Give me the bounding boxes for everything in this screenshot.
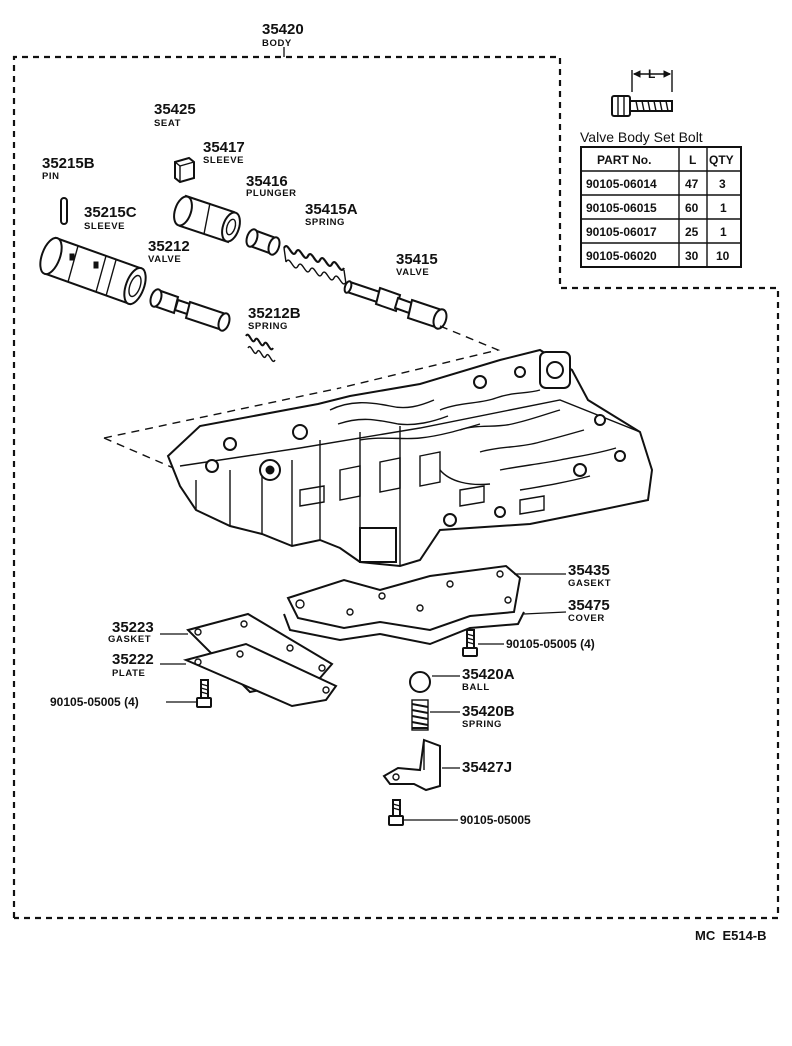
part-name-spring: SPRING <box>248 321 288 332</box>
part-number-35435: 35435 <box>568 562 610 579</box>
table-cell-length: 30 <box>685 249 699 263</box>
table-cell-qty: 3 <box>719 177 726 191</box>
ball-35420a <box>409 671 431 693</box>
table-cell-length: 47 <box>685 177 699 191</box>
insertion-guide-lines <box>103 325 501 471</box>
part-number-35415a: 35415A <box>305 201 358 218</box>
part-number-35212b: 35212B <box>248 305 301 322</box>
bolt-icon <box>462 629 478 657</box>
part-number-35215c: 35215C <box>84 204 137 221</box>
assembly-name: BODY <box>262 38 292 49</box>
part-name-seat: SEAT <box>154 118 181 129</box>
part-number-35427j: 35427J <box>462 759 512 776</box>
cover-35475 <box>283 611 525 646</box>
part-name-valve: VALVE <box>148 254 181 265</box>
part-number-35215b: 35215B <box>42 155 95 172</box>
valve-35415 <box>343 280 448 330</box>
valve-35212 <box>149 288 231 332</box>
bolt-table-grid <box>580 146 742 268</box>
part-number-35222: 35222 <box>112 651 154 668</box>
table-cell-part-no: 90105-06020 <box>586 249 657 263</box>
part-number-35212: 35212 <box>148 238 190 255</box>
plate-35222 <box>182 642 338 708</box>
part-name-valve: VALVE <box>396 267 429 278</box>
bolt-label-bottom: 90105-05005 <box>460 813 531 827</box>
assembly-number: 35420 <box>262 21 304 38</box>
part-number-35223: 35223 <box>112 619 154 636</box>
part-number-35420a: 35420A <box>462 666 515 683</box>
bracket-35427j <box>382 738 441 792</box>
table-cell-qty: 1 <box>720 225 727 239</box>
diagram-code: MC E514-B <box>695 928 767 943</box>
part-name-spring: SPRING <box>462 719 502 730</box>
bolt-length-marker: L <box>648 67 655 81</box>
table-header-part-no: PART No. <box>597 153 651 167</box>
table-cell-qty: 1 <box>720 201 727 215</box>
table-cell-part-no: 90105-06014 <box>586 177 657 191</box>
table-header-length: L <box>689 153 696 167</box>
bolt-table-title: Valve Body Set Bolt <box>580 129 703 145</box>
plunger-35416 <box>245 228 281 256</box>
valve-body-casting <box>166 348 654 568</box>
gasket-35435 <box>286 564 522 632</box>
sleeve-35417 <box>173 194 241 244</box>
part-name-sleeve: SLEEVE <box>203 155 244 166</box>
spring-35420b <box>411 699 429 731</box>
spring-35212b <box>245 333 276 363</box>
bolt-icon <box>388 799 404 826</box>
sleeve-35215c <box>39 236 147 306</box>
part-number-35415: 35415 <box>396 251 438 268</box>
part-name-gasket: GASKET <box>108 634 151 645</box>
part-name-cover: COVER <box>568 613 605 624</box>
pin-35215b <box>60 197 68 225</box>
part-number-35425: 35425 <box>154 101 196 118</box>
part-name-plunger: PLUNGER <box>246 188 297 199</box>
bolt-icon <box>196 679 212 708</box>
bolt-table-box: L Valve Body Set Bolt PART No. L QTY 901… <box>580 67 742 268</box>
part-name-plate: PLATE <box>112 668 145 679</box>
leader-line <box>523 611 567 615</box>
spring-35415a <box>283 245 347 285</box>
part-number-35417: 35417 <box>203 139 245 156</box>
seat-35425 <box>174 156 195 184</box>
table-header-qty: QTY <box>709 153 734 167</box>
assembly-frame <box>12 47 780 920</box>
bolt-label-plate: 90105-05005 (4) <box>50 695 139 709</box>
set-bolt-icon <box>611 70 673 117</box>
table-cell-length: 60 <box>685 201 699 215</box>
table-cell-qty: 10 <box>716 249 730 263</box>
table-cell-part-no: 90105-06017 <box>586 225 657 239</box>
part-name-pin: PIN <box>42 171 60 182</box>
part-number-35420b: 35420B <box>462 703 515 720</box>
bolt-label-cover: 90105-05005 (4) <box>506 637 595 651</box>
part-name-gasket: GASEKT <box>568 578 611 589</box>
part-number-35475: 35475 <box>568 597 610 614</box>
table-cell-length: 25 <box>685 225 699 239</box>
part-number-35416: 35416 <box>246 173 288 190</box>
table-cell-part-no: 90105-06015 <box>586 201 657 215</box>
part-name-sleeve: SLEEVE <box>84 221 125 232</box>
part-name-spring: SPRING <box>305 217 345 228</box>
part-name-ball: BALL <box>462 682 490 693</box>
